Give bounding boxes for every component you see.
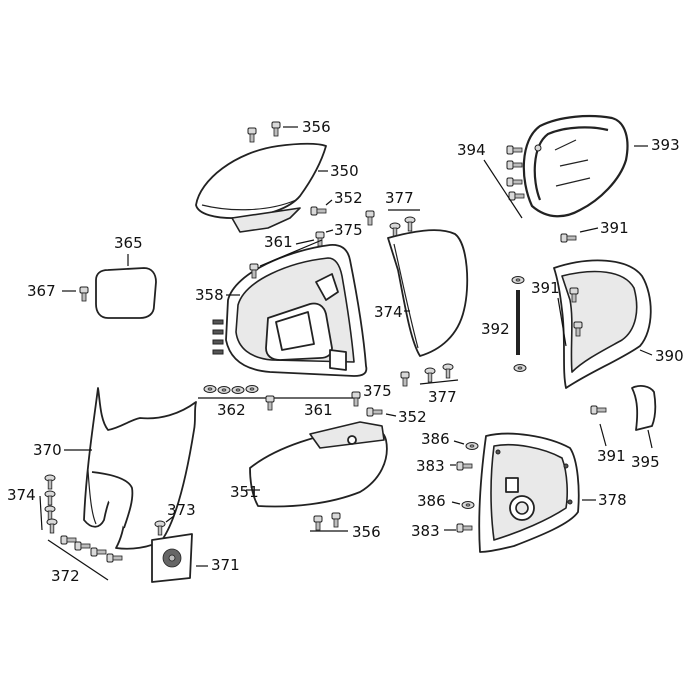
callout-374-right: 374 [374,303,403,321]
callout-393: 393 [651,136,680,154]
part-378-inner-box [478,432,580,553]
washer-362-icon [217,386,231,394]
nut-352-icon [310,206,327,216]
part-390-rear-panel [553,259,652,389]
washer-362-icon [231,386,245,394]
part-393-rear-carrier [522,114,629,218]
screw-374-icon [46,518,58,534]
part-374-side-cover [387,229,469,357]
callout-378: 378 [598,491,627,509]
part-358-inner-panel [212,244,368,377]
screw-374-icon [44,474,56,490]
callout-361-bottom: 361 [304,401,333,419]
callout-375-top: 375 [334,221,363,239]
bolt-356-icon [331,512,341,528]
callout-392: 392 [481,320,510,338]
callout-395: 395 [631,453,660,471]
callout-386-top: 386 [421,430,450,448]
callout-390: 390 [655,347,684,365]
callout-375-bottom: 375 [363,382,392,400]
screw-377-icon [442,363,454,379]
washer-386-icon [465,442,479,450]
screw-377-icon [404,216,416,232]
bolt-394-icon [506,177,523,187]
callout-370: 370 [33,441,62,459]
bolt-356-icon [313,515,323,531]
callout-351: 351 [230,483,259,501]
bolt-391-icon [560,233,577,243]
callout-391-top: 391 [600,219,629,237]
part-395-trim [631,385,657,431]
callout-352-bottom: 352 [398,408,427,426]
callout-372: 372 [51,567,80,585]
bolt-394-icon [506,145,523,155]
washer-392-icon [513,364,527,372]
part-350-upper-cover [195,142,327,233]
part-371-grille [151,533,193,583]
nut-372-icon [106,553,123,563]
callout-367: 367 [27,282,56,300]
bolt-361-icon [351,391,361,407]
part-392-rod [511,276,527,372]
panel-tabs [212,319,224,355]
callout-356-top: 356 [302,118,331,136]
nut-352-icon [366,407,383,417]
washer-386-icon [461,501,475,509]
bolt-356-icon [247,127,257,143]
callout-352-top: 352 [334,189,363,207]
washer-362-icon [203,385,217,393]
washers-362-group [203,385,259,394]
nut-372-icon [90,547,107,557]
bolt-375-icon [400,371,410,387]
callout-394: 394 [457,141,486,159]
callout-361-top: 361 [264,233,293,251]
bolt-375-icon [365,210,375,226]
part-351-lower-cover [249,421,388,508]
callout-358: 358 [195,286,224,304]
callout-374-left: 374 [7,486,36,504]
bolt-394-icon [508,191,525,201]
callout-371: 371 [211,556,240,574]
bolt-356-icon [271,121,281,137]
screw-367-icon [79,286,89,302]
callout-350: 350 [330,162,359,180]
nuts-372-group [60,535,123,563]
nut-372-icon [60,535,77,545]
screw-374-icon [44,490,56,506]
screw-377-icon [424,367,436,383]
screw-374-icon [44,505,56,521]
part-370-front-shield [83,387,197,550]
bolt-375-icon [315,231,325,247]
callout-362: 362 [217,401,246,419]
bolt-394-icon [506,160,523,170]
screw-383-icon [456,461,473,471]
callout-383-bottom: 383 [411,522,440,540]
callout-377-top: 377 [385,189,414,207]
callout-391-mid: 391 [531,279,560,297]
screw-383-icon [456,523,473,533]
callout-391-bottom: 391 [597,447,626,465]
bolt-361-icon [265,395,275,411]
nut-372-icon [74,541,91,551]
callout-377-bottom: 377 [428,388,457,406]
washer-392-icon [511,276,525,284]
washer-362-icon [245,385,259,393]
callout-356-bottom: 356 [352,523,381,541]
callout-373: 373 [167,501,196,519]
callout-383-top: 383 [416,457,445,475]
callout-386-bottom: 386 [417,492,446,510]
bolt-391-icon [590,405,607,415]
part-365-lens [95,267,157,319]
callout-365: 365 [114,234,143,252]
